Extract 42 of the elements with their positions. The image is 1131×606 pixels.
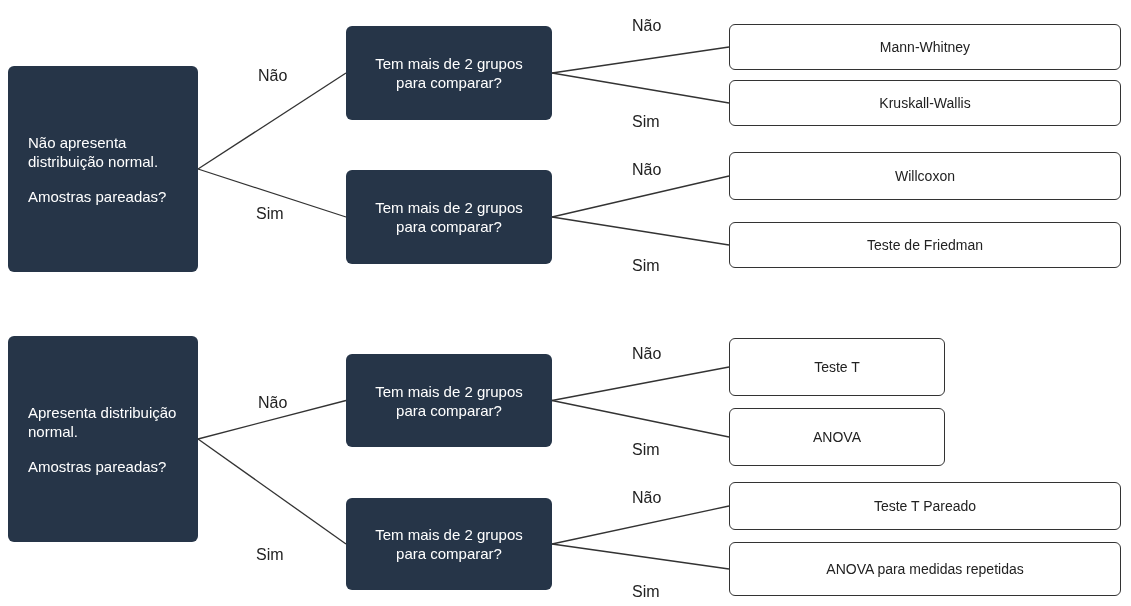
- result-box: [729, 542, 1121, 596]
- node-text: ANOVA: [813, 427, 861, 447]
- node-text: Amostras pareadas?: [28, 456, 168, 476]
- question-box: [346, 498, 552, 590]
- result-box: [729, 482, 1121, 530]
- question-box: [346, 26, 552, 120]
- node-text: Mann-Whitney: [879, 37, 971, 57]
- connector-line: [197, 399, 347, 440]
- node-text: Teste T: [814, 357, 860, 377]
- question-box: [346, 354, 552, 447]
- node-text: Willcoxon: [895, 166, 955, 186]
- connector-line: [551, 505, 730, 545]
- node-text: Kruskall-Wallis: [879, 93, 971, 113]
- result-box: [729, 338, 945, 396]
- result-box: [729, 152, 1121, 200]
- connector-line: [551, 46, 730, 74]
- node-text: Teste T Pareado: [873, 496, 977, 516]
- node-text: Teste de Friedman: [867, 235, 983, 255]
- node-text: Tem mais de 2 grupos para comparar?: [374, 54, 524, 92]
- connector-line: [551, 399, 730, 438]
- connector-line: [551, 72, 730, 104]
- node-text: Não apresenta distribuição normal.: [28, 132, 160, 171]
- node-text: ANOVA para medidas repetidas: [826, 559, 1024, 579]
- connector-line: [551, 543, 730, 570]
- connector-line: [197, 168, 347, 218]
- node-text: Tem mais de 2 grupos para comparar?: [374, 525, 524, 563]
- result-box: [729, 80, 1121, 126]
- question-box: [8, 336, 198, 542]
- connector-line: [197, 72, 347, 170]
- connector-line: [551, 216, 730, 246]
- node-text: Amostras pareadas?: [28, 186, 168, 206]
- node-text: Tem mais de 2 grupos para comparar?: [374, 381, 524, 420]
- question-box: [8, 66, 198, 272]
- result-box: [729, 408, 945, 466]
- node-text: Apresenta distribuição normal.: [28, 402, 178, 441]
- node-text: Tem mais de 2 grupos para comparar?: [374, 198, 524, 236]
- connector-line: [551, 366, 730, 402]
- result-box: [729, 24, 1121, 70]
- connector-line: [197, 438, 347, 545]
- question-box: [346, 170, 552, 264]
- result-box: [729, 222, 1121, 268]
- connector-line: [551, 175, 730, 218]
